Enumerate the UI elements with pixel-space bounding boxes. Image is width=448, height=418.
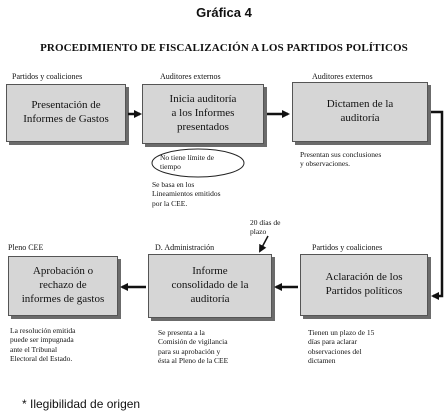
box-label: Presentación de Informes de Gastos xyxy=(23,99,109,125)
note-lineamientos: Se basa en los Lineamientos emitidos por… xyxy=(152,180,221,208)
box-label: Aprobación o rechazo de informes de gast… xyxy=(21,265,105,305)
note-comision: Se presenta a la Comisión de vigilancia … xyxy=(158,328,229,366)
arrow-dictamen-to-aclaracion xyxy=(431,110,444,300)
lane-label-bottom-mid: D. Administración xyxy=(155,243,215,252)
box-informe-consolidado: Informe consolidado de la auditoría xyxy=(148,254,272,318)
figure-heading: Gráfica 4 xyxy=(196,5,252,20)
box-label: Aclaración de los Partidos políticos xyxy=(325,271,403,297)
note-conclusiones: Presentan sus conclusiones y observacion… xyxy=(300,150,382,169)
box-aclaracion-partidos: Aclaración de los Partidos políticos xyxy=(300,254,428,316)
footnote: * Ilegibilidad de origen xyxy=(22,397,141,411)
lane-label-top-mid: Auditores externos xyxy=(160,72,221,81)
box-dictamen-auditoria: Dictamen de la auditoría xyxy=(292,82,428,142)
box-presentacion-informes: Presentación de Informes de Gastos xyxy=(6,84,126,142)
note-no-limite-tiempo: No tiene límite de tiempo xyxy=(160,153,214,172)
note-resolucion: La resolución emitida puede ser impugnad… xyxy=(10,326,76,364)
note-plazo-15-dias: Tienen un plazo de 15 días para aclarar … xyxy=(308,328,375,366)
box-label: Inicia auditoría a los Informes presenta… xyxy=(169,93,237,133)
arrow-plazo-note xyxy=(259,235,269,253)
ellipse-no-limite xyxy=(151,148,245,178)
lane-label-top-right: Auditores externos xyxy=(312,72,373,81)
lane-label-bottom-right: Partidos y coaliciones xyxy=(312,243,383,252)
lane-label-top-left: Partidos y coaliciones xyxy=(12,72,83,81)
box-label: Dictamen de la auditoría xyxy=(326,98,394,124)
box-inicia-auditoria: Inicia auditoría a los Informes presenta… xyxy=(142,84,264,144)
diagram-title: PROCEDIMIENTO DE FISCALIZACIÓN A LOS PAR… xyxy=(40,42,408,54)
box-aprobacion-rechazo: Aprobación o rechazo de informes de gast… xyxy=(8,256,118,316)
lane-label-bottom-left: Pleno CEE xyxy=(8,243,44,252)
note-plazo-20-dias: 20 días de plazo xyxy=(250,218,281,237)
box-label: Informe consolidado de la auditoría xyxy=(171,265,249,305)
